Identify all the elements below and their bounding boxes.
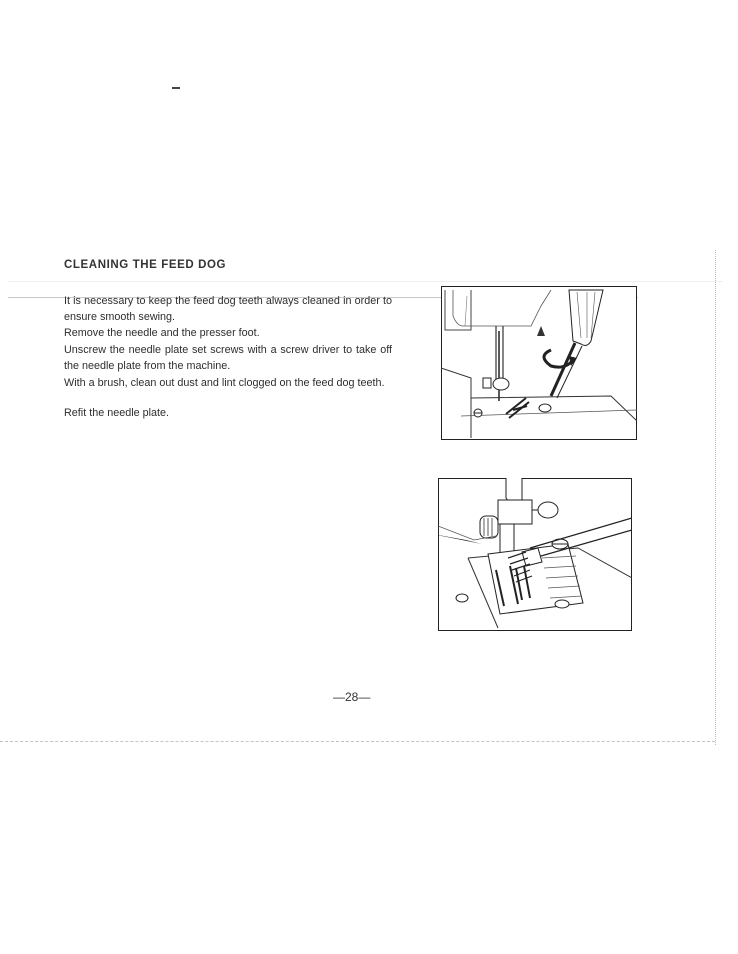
page-number: —28— (333, 690, 371, 704)
scan-line-faint (8, 281, 723, 282)
instruction-paragraph-4: With a brush, clean out dust and lint cl… (64, 377, 385, 389)
page-right-edge (715, 250, 717, 745)
scan-line (8, 297, 638, 298)
scan-speck (172, 87, 180, 89)
instruction-paragraph-3: Unscrew the needle plate set screws with… (64, 344, 392, 372)
instruction-paragraph-5: Refit the needle plate. (64, 407, 170, 419)
screwdriver-illustration (441, 286, 637, 440)
page-bottom-edge (0, 741, 715, 742)
instruction-paragraph-1: It is necessary to keep the feed dog tee… (64, 295, 392, 323)
section-heading: CLEANING THE FEED DOG (64, 259, 227, 271)
brush-cleaning-illustration (438, 478, 632, 631)
instruction-paragraph-2: Remove the needle and the presser foot. (64, 327, 260, 339)
